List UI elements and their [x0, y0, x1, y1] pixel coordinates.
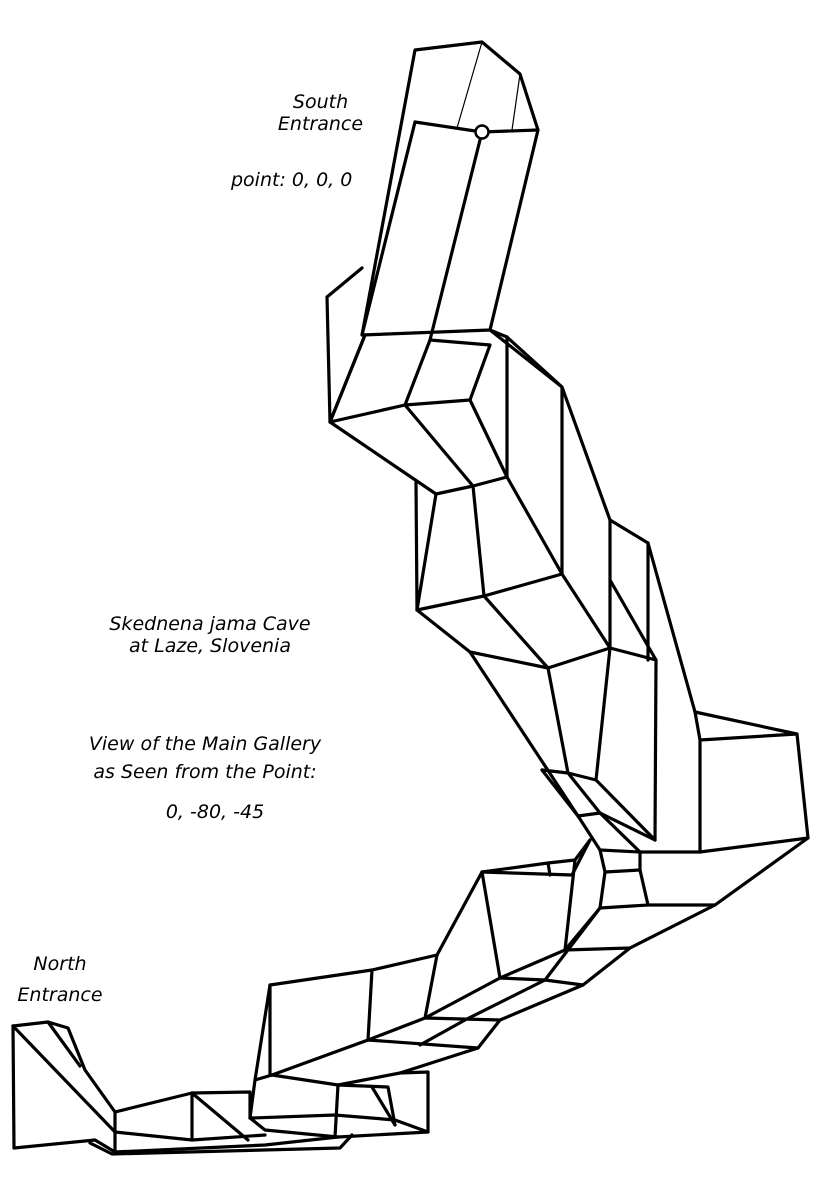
cave-title-line1: Skednena jama Cave: [109, 613, 311, 635]
north-entrance-label-line1: North: [33, 953, 87, 975]
lower-gallery: [248, 953, 585, 1139]
south-entrance-label-line2: Entrance: [277, 113, 364, 135]
north-entrance-block: [11, 1020, 354, 1156]
south-entrance-label: South Entrance: [258, 91, 383, 135]
south-entrance-block: [360, 40, 540, 342]
middle-chamber: [414, 480, 658, 842]
origin-point-marker: [474, 124, 490, 140]
north-entrance-label-line2: Entrance: [17, 984, 103, 1006]
right-chamber: [540, 710, 810, 854]
view-caption: View of the Main Gallery as Seen from th…: [70, 733, 340, 783]
south-entrance-label-line1: South: [292, 91, 349, 113]
origin-point-label: point: 0, 0, 0: [231, 169, 353, 191]
upper-chamber: [325, 266, 509, 496]
view-caption-line1: View of the Main Gallery: [88, 733, 322, 755]
view-point-coordinates: 0, -80, -45: [165, 801, 265, 823]
narrow-passage: [435, 836, 810, 987]
view-caption-line2: as Seen from the Point:: [93, 761, 317, 783]
north-entrance-label: North Entrance: [5, 953, 115, 1006]
cave-title-line2: at Laze, Slovenia: [129, 635, 291, 657]
cave-title: Skednena jama Cave at Laze, Slovenia: [90, 613, 330, 657]
